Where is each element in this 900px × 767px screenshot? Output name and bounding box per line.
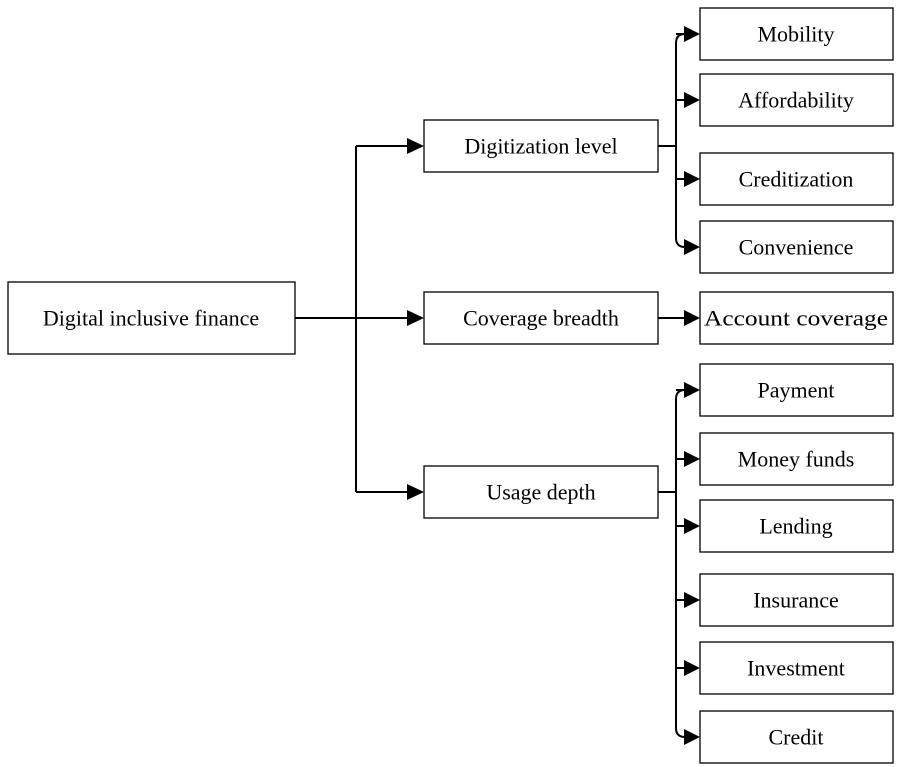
digitization-arrowhead-2: [684, 92, 700, 108]
branch-node-label: Digitization level: [464, 134, 617, 159]
branch-node-box: [423, 465, 659, 519]
branch-node-digitization: Digitization level: [423, 119, 659, 173]
usage-arrowhead-5: [684, 660, 700, 676]
leaf-node-payment: Payment: [699, 363, 894, 417]
leaf-node-mobility: Mobility: [699, 7, 894, 61]
leaf-node-box: [699, 73, 894, 127]
usage-arrowhead-6: [684, 729, 700, 745]
leaf-node-label: Mobility: [757, 22, 834, 47]
leaf-node-money-funds: Money funds: [699, 432, 894, 486]
digitization-arrowhead-3: [684, 171, 700, 187]
leaf-node-account-coverage: Account coverage: [699, 291, 894, 345]
branch-node-usage: Usage depth: [423, 465, 659, 519]
leaf-node-label: Insurance: [753, 588, 839, 613]
leaf-node-label: Affordability: [738, 88, 854, 113]
root-node-label: Digital inclusive finance: [43, 306, 259, 331]
branch-node-coverage: Coverage breadth: [423, 291, 659, 345]
leaf-node-insurance: Insurance: [699, 573, 894, 627]
digitization-spine: [675, 33, 686, 248]
coverage-arrowhead: [684, 310, 700, 326]
leaf-node-credit: Credit: [699, 710, 894, 764]
branch-node-box: [423, 119, 659, 173]
leaf-node-label: Credit: [769, 725, 824, 750]
branch-node-box: [423, 291, 659, 345]
leaf-node-affordability: Affordability: [699, 73, 894, 127]
leaf-node-box: [699, 710, 894, 764]
leaf-node-label: Money funds: [738, 447, 855, 472]
root-node: Digital inclusive finance: [7, 281, 296, 355]
leaf-node-label: Lending: [759, 514, 832, 539]
branch-node-label: Coverage breadth: [463, 306, 619, 331]
leaf-node-box: [699, 499, 894, 553]
leaf-node-label: Creditization: [739, 167, 854, 192]
leaf-node-label: Investment: [747, 656, 845, 681]
leaf-node-investment: Investment: [699, 641, 894, 695]
leaf-node-lending: Lending: [699, 499, 894, 553]
leaf-node-box: [699, 291, 894, 345]
leaf-node-label: Convenience: [739, 235, 854, 260]
usage-arrowhead-3: [684, 518, 700, 534]
leaf-node-box: [699, 152, 894, 206]
root-node-box: [7, 281, 296, 355]
leaf-node-box: [699, 220, 894, 274]
connectors: [295, 26, 700, 745]
leaf-node-box: [699, 641, 894, 695]
digitization-arrowhead-4: [684, 239, 700, 255]
branch-arrowhead-2: [407, 310, 424, 326]
leaf-node-box: [699, 573, 894, 627]
leaf-node-box: [699, 363, 894, 417]
branch-node-label: Usage depth: [486, 480, 595, 505]
usage-arrowhead-1: [684, 382, 700, 398]
branch-arrowhead-1: [407, 138, 424, 154]
leaf-node-box: [699, 432, 894, 486]
branch-arrowhead-3: [407, 484, 424, 500]
leaf-node-convenience: Convenience: [699, 220, 894, 274]
leaf-node-label: Payment: [758, 378, 835, 403]
leaf-node-box: [699, 7, 894, 61]
digitization-arrowhead-1: [684, 26, 700, 42]
leaf-node-label: Account coverage: [704, 306, 888, 331]
usage-spine: [675, 389, 686, 738]
usage-arrowhead-2: [684, 451, 700, 467]
usage-arrowhead-4: [684, 592, 700, 608]
leaf-node-creditization: Creditization: [699, 152, 894, 206]
